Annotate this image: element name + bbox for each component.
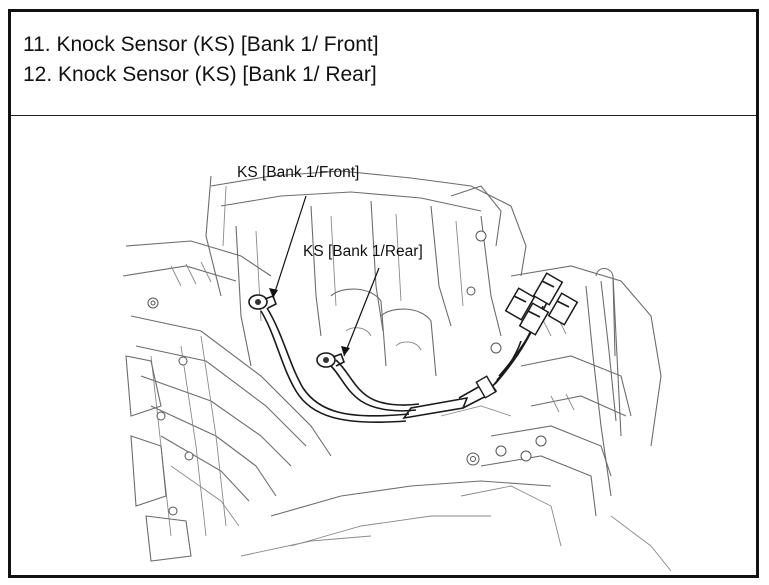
leader-arrow-front: [269, 288, 278, 298]
engine-block-linework: [122, 170, 672, 572]
caption-line-rear-sensor: 12. Knock Sensor (KS) [Bank 1/ Rear]: [23, 63, 377, 86]
caption-header: 11. Knock Sensor (KS) [Bank 1/ Front] 12…: [11, 12, 756, 116]
leader-line-rear: [343, 267, 380, 357]
engine-drawing: KS [Bank 1/Front] KS [Bank 1/Rear]: [122, 164, 672, 572]
leader-line-front: [272, 195, 307, 299]
knock-sensor-harness: [260, 272, 579, 424]
engine-illustration: KS [Bank 1/Front] KS [Bank 1/Rear]: [11, 116, 756, 575]
leader-arrow-rear: [341, 346, 350, 356]
callout-ks-rear: KS [Bank 1/Rear]: [303, 243, 423, 260]
diagram-frame: 11. Knock Sensor (KS) [Bank 1/ Front] 12…: [8, 9, 759, 578]
knock-sensor-front-part: [248, 294, 278, 310]
engine-bolts: [147, 230, 547, 516]
caption-line-front-sensor: 11. Knock Sensor (KS) [Bank 1/ Front]: [23, 33, 379, 56]
knock-sensor-rear-part: [316, 352, 346, 368]
callout-ks-front: KS [Bank 1/Front]: [237, 164, 359, 181]
